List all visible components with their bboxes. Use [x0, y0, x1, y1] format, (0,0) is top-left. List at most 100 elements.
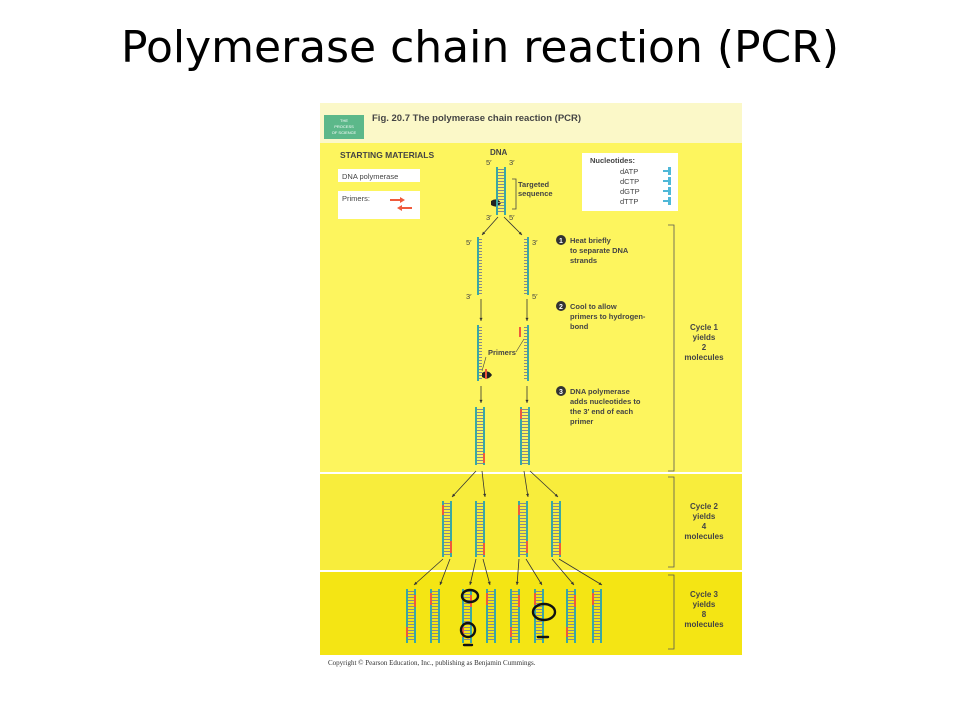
step-1-text: to separate DNA [570, 246, 629, 255]
process-arrow [479, 299, 483, 321]
strand-with-primer [519, 325, 529, 381]
step-1-text: Heat briefly [570, 236, 612, 245]
cycle-1-label: 2 [702, 343, 707, 352]
strand-end-label: 5′ [466, 238, 472, 247]
cycle-1-product [475, 407, 485, 465]
primers-label: Primers: [342, 194, 370, 203]
cycle-3-product [510, 589, 520, 643]
step-number-badge [556, 386, 566, 396]
nucleotide-label: dTTP [620, 197, 638, 206]
step-number-badge [556, 301, 566, 311]
step-3-text: the 3′ end of each [570, 407, 633, 416]
nucleotides-heading: Nucleotides: [590, 156, 635, 165]
cycle-3-band [320, 571, 742, 655]
process-arrow [503, 216, 523, 236]
callout-line [481, 356, 487, 372]
primers-callout: Primers [488, 348, 516, 357]
cycle-1-bracket [668, 224, 675, 472]
cycle-2-label: Cycle 2 [690, 502, 719, 511]
primer-arrows-icon [390, 197, 412, 211]
starting-materials-heading: STARTING MATERIALS [340, 150, 434, 160]
process-arrow [515, 558, 520, 586]
cycle-3-label: 8 [702, 610, 707, 619]
strand-end-label: 5′ [532, 292, 538, 301]
process-arrow [529, 470, 559, 498]
dna-polymerase-label: DNA polymerase [342, 172, 398, 181]
nucleotide-icons [663, 167, 671, 205]
cycle-3-product [486, 589, 496, 643]
process-arrow [479, 386, 483, 403]
cycle-2-product [518, 501, 528, 557]
step-3-text: adds nucleotides to [570, 397, 641, 406]
nucleotides-box [582, 153, 678, 211]
nucleotide-label: dCTP [620, 177, 639, 186]
dna-end-label: 3′ [486, 213, 492, 222]
cycle-3-label: Cycle 3 [690, 590, 719, 599]
cycle-1-label: Cycle 1 [690, 323, 719, 332]
cycle-3-bracket [668, 574, 675, 650]
process-arrow [439, 558, 451, 586]
cycle-3-product [566, 589, 576, 643]
step-number: 2 [559, 304, 563, 311]
process-arrow [413, 558, 444, 586]
nucleotide-label: dATP [620, 167, 638, 176]
process-arrow [451, 470, 477, 498]
original-dna [496, 167, 506, 215]
process-arrow [525, 558, 543, 586]
step-2-text: primers to hydrogen- [570, 312, 646, 321]
step-3-text: DNA polymerase [570, 387, 630, 396]
cycle-1-label: yields [693, 333, 716, 342]
process-arrow [469, 558, 477, 586]
strand-end-label: 3′ [466, 292, 472, 301]
dna-end-label: 5′ [486, 158, 492, 167]
process-arrow [481, 470, 487, 498]
step-number-badge [556, 235, 566, 245]
figure-header-band [320, 103, 742, 143]
cycle-2-product [551, 501, 561, 557]
cycle-2-bracket [668, 476, 675, 568]
dna-strands [406, 167, 602, 643]
cycle-3-product [406, 589, 416, 643]
cycle-3-label: yields [693, 600, 716, 609]
dna-end-label: 5′ [509, 213, 515, 222]
targeted-sequence-label: Targeted [518, 180, 550, 189]
cycle-1-product [520, 407, 530, 465]
process-arrow [525, 386, 529, 403]
cycle-2-label: molecules [684, 532, 724, 541]
process-of-science-badge [324, 115, 364, 139]
step-2-text: bond [570, 322, 589, 331]
primers-box [338, 191, 420, 219]
cycle-2-band [320, 473, 742, 571]
badge-line: OF SCIENCE [332, 130, 357, 135]
step-3-text: primer [570, 417, 593, 426]
nucleotide-label: dGTP [620, 187, 640, 196]
step-2-text: Cool to allow [570, 302, 617, 311]
badge-line: THE [340, 118, 348, 123]
targeted-sequence-label: sequence [518, 189, 553, 198]
cycle-2-label: 4 [702, 522, 707, 531]
step-number: 3 [559, 389, 563, 396]
cycle-3-label: molecules [684, 620, 724, 629]
process-arrow [558, 558, 603, 586]
targeted-sequence-bracket [512, 178, 517, 210]
dna-end-label: 3′ [509, 158, 515, 167]
figure-title: Fig. 20.7 The polymerase chain reaction … [372, 113, 581, 124]
cycle-2-label: yields [693, 512, 716, 521]
process-arrow [551, 558, 575, 586]
step-1-text: strands [570, 256, 597, 265]
single-strand [524, 237, 529, 295]
cycle-1-label: molecules [684, 353, 724, 362]
dna-polymerase-box [338, 169, 420, 182]
strand-with-primer [477, 325, 487, 381]
dna-label: DNA [490, 148, 508, 157]
cycle-2-product [442, 501, 452, 557]
copyright-notice: Copyright © Pearson Education, Inc., pub… [328, 659, 536, 667]
cycle-2-product [475, 501, 485, 557]
process-arrow [523, 470, 530, 498]
handwritten-annotations [459, 588, 557, 647]
single-strand [477, 237, 482, 295]
pcr-figure: THE PROCESS OF SCIENCE Fig. 20.7 The pol… [320, 103, 742, 655]
step-number: 1 [559, 238, 563, 245]
strand-end-label: 3′ [532, 238, 538, 247]
process-arrow [482, 558, 491, 586]
